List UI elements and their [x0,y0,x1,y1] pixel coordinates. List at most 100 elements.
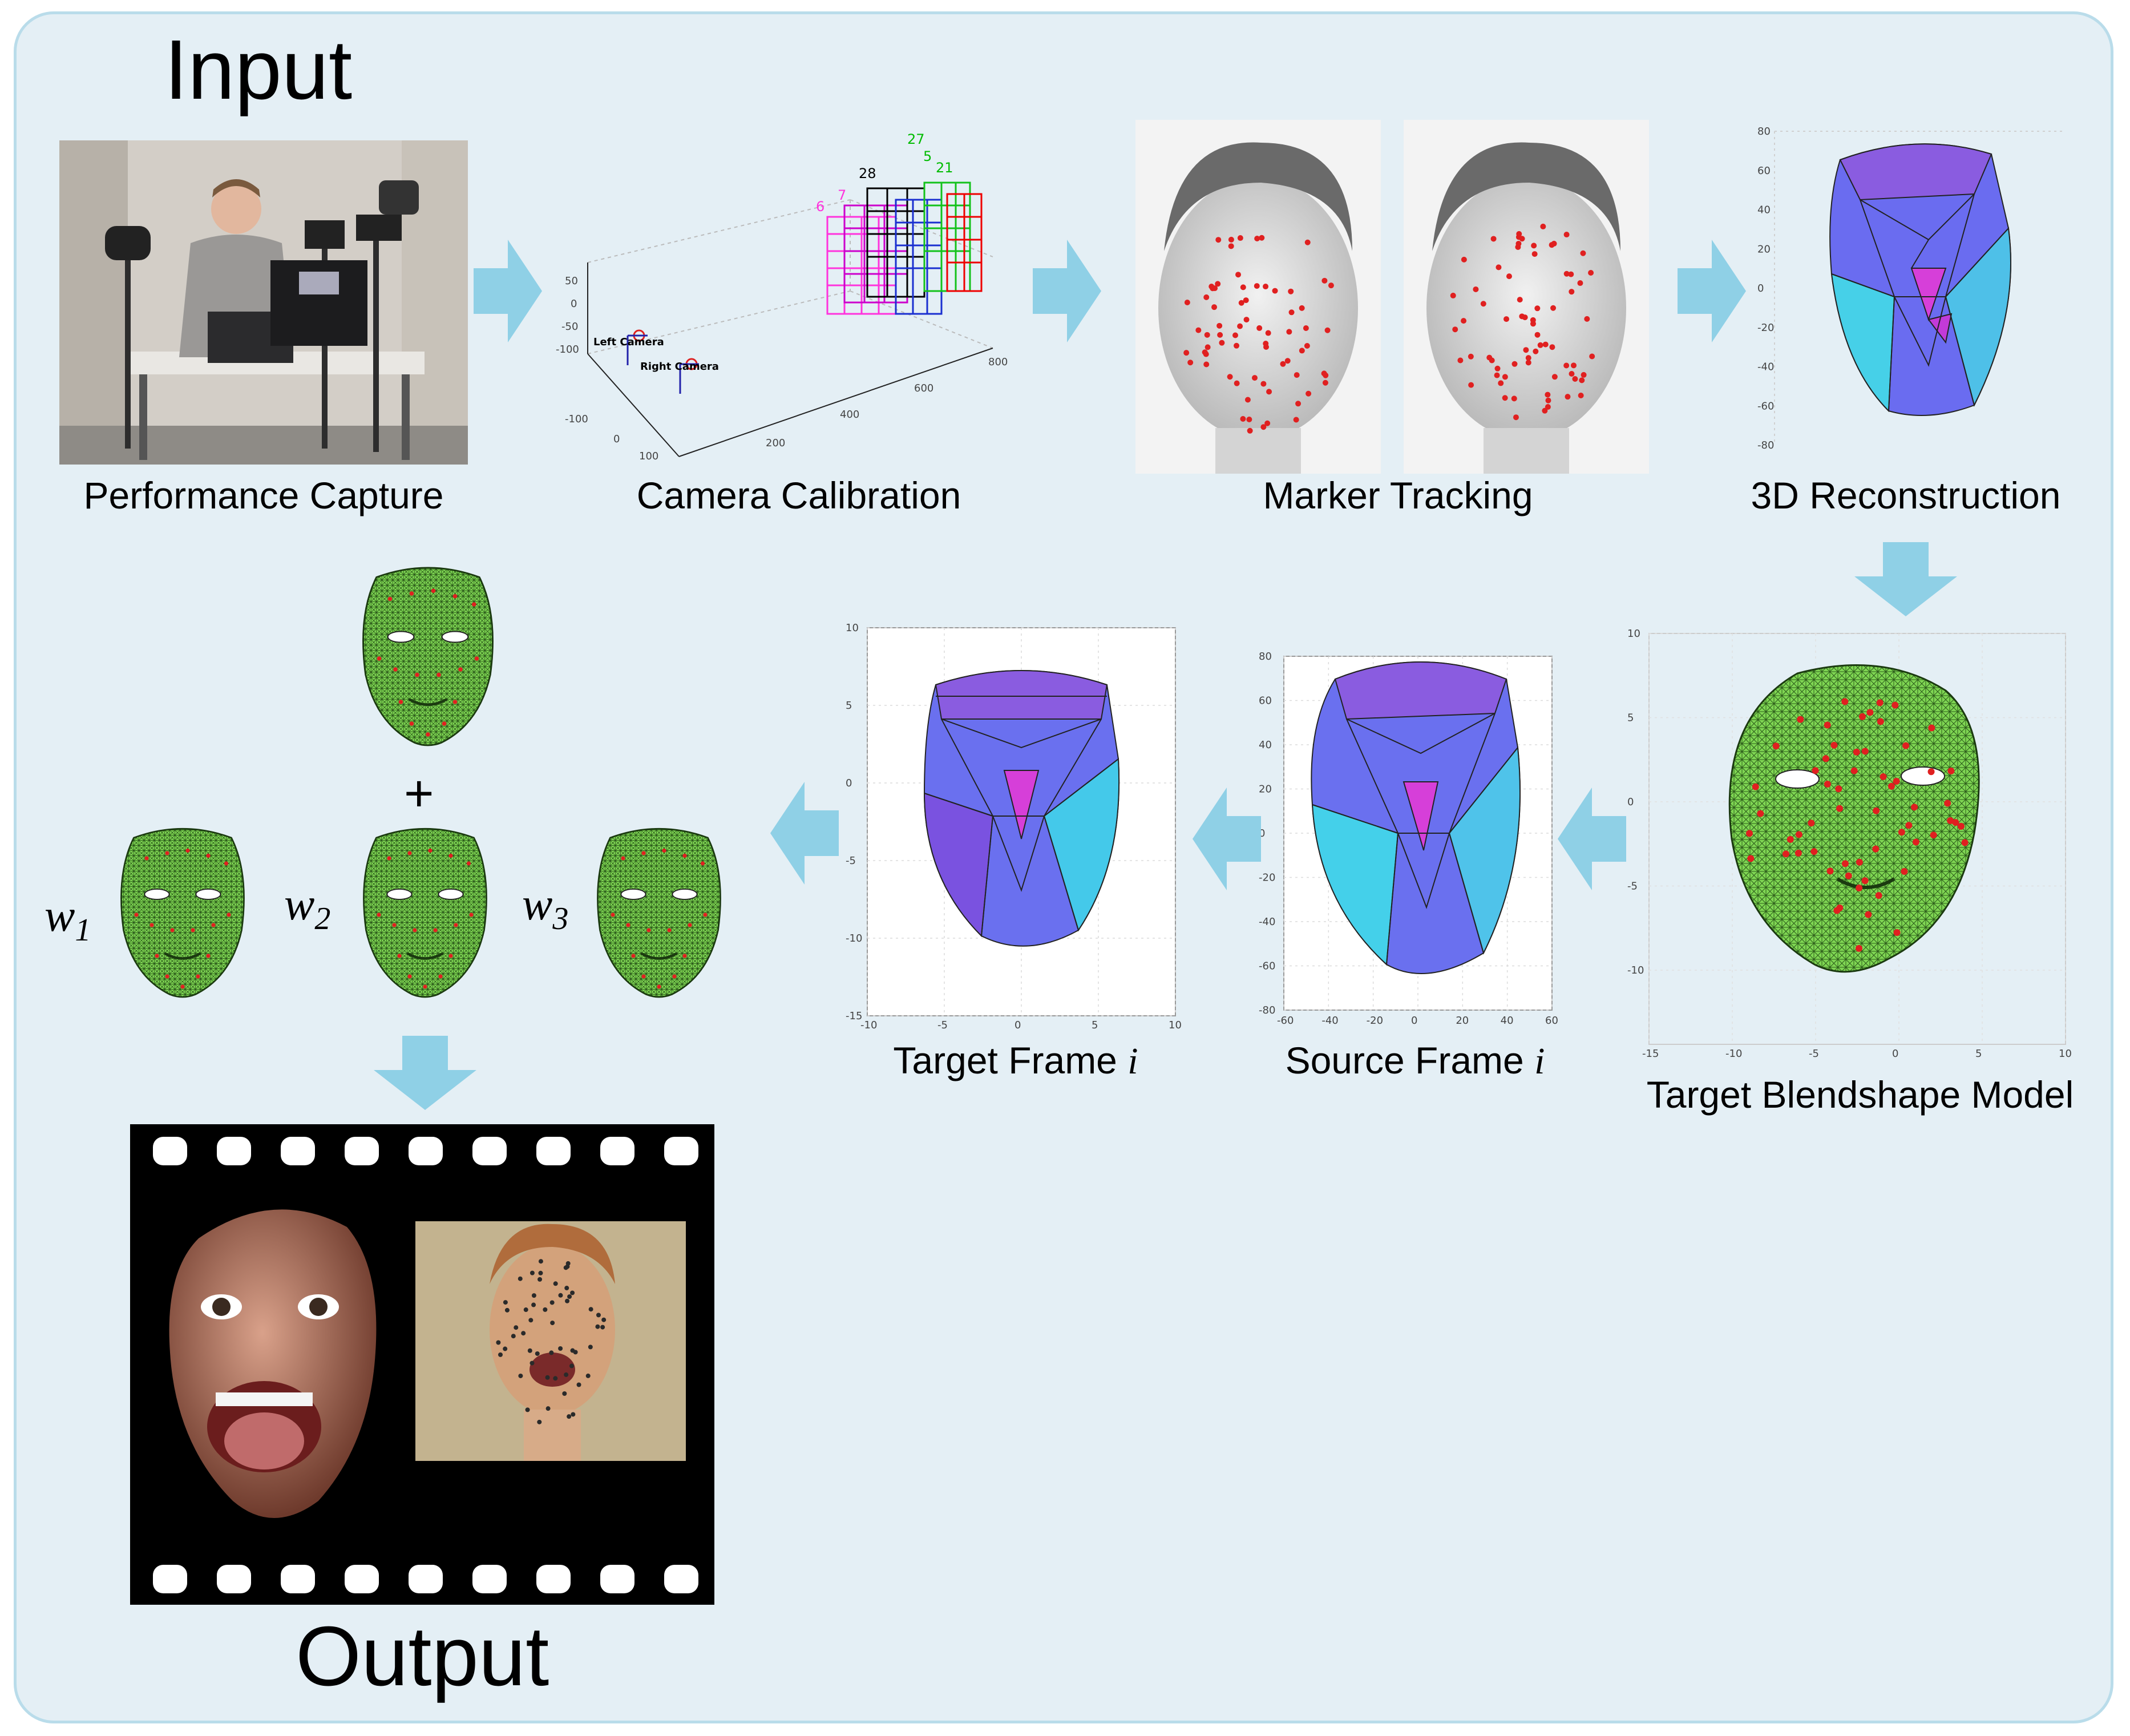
marker-dot [518,1276,523,1281]
marker-dot [1855,944,1862,952]
marker-dot [531,1302,536,1307]
marker-dot [1872,845,1880,853]
marker-dot [1861,748,1869,755]
calibration-plot: 50 0 -50 -100 800 600 400 200 -100 0 100… [548,126,1027,468]
y-tick-label: 10 [1627,628,1640,640]
arrow-down-2 [374,1036,476,1110]
x-tick: 600 [914,382,933,394]
marker-dot [1502,395,1508,401]
film-hole [409,1137,443,1165]
y-tick-label: -15 [846,1010,862,1022]
marker-dot [1876,699,1884,706]
marker-dot [1812,767,1819,774]
marker-dot [595,1324,600,1329]
marker-dot [1589,353,1595,360]
marker-dot [1256,325,1263,331]
marker-dot [525,1407,530,1412]
marker-dot [562,1391,567,1396]
marker-dot [565,1298,570,1303]
x-tick-label: -20 [1367,1015,1383,1027]
film-hole [281,1565,315,1593]
marker-dot [571,1412,576,1417]
x-tick-label: -5 [937,1019,948,1031]
marker-dot [537,1277,543,1282]
film-hole [281,1137,315,1165]
right-camera-marker [679,358,699,394]
marker-dot [1215,237,1222,243]
marker-dot [535,1351,540,1356]
arrow-right-2 [1033,240,1101,342]
y-tick-label: 10 [846,622,859,634]
film-hole [536,1137,571,1165]
target-frame-caption: Target Frame i [856,1039,1175,1083]
blendshape-face [1728,664,1980,973]
marker-dot [1324,327,1331,333]
marker-dot [1288,288,1294,294]
marker-dot [1263,341,1269,347]
y-tick-label: 80 [1259,651,1272,663]
marker-dot [549,1300,555,1305]
marker-dot [1452,326,1458,333]
marker-dot [1901,868,1908,875]
marker-dot [1525,355,1531,361]
marker-dot [558,1346,563,1351]
x-tick-label: 0 [1892,1048,1898,1060]
y-tick-label: -60 [1259,960,1275,972]
marker-dot [1515,244,1521,250]
blendshape-face-1 [121,829,244,997]
board-label: 5 [923,148,932,164]
film-hole [345,1565,379,1593]
x-tick-label: 5 [1975,1048,1982,1060]
marker-dot [1911,804,1918,811]
x-tick-label: -10 [860,1019,877,1031]
marker-dot [1238,300,1244,306]
y-tick-label: -10 [846,932,862,944]
arrow-left-2 [1193,788,1261,890]
marker-dot [563,1265,568,1270]
film-hole [409,1565,443,1593]
marker-dot [1531,243,1537,249]
weight-w3: w3 [522,879,569,936]
marker-dot [1747,855,1755,862]
marker-dot [1247,427,1253,434]
marker-dot [1525,360,1531,366]
marker-dot [1572,376,1578,382]
marker-dot [1280,361,1286,367]
marker-dot [1824,780,1831,788]
marker-dot [1928,724,1935,732]
marker-dot [521,1331,526,1336]
marker-dot [1905,822,1913,829]
rendered-avatar-face [169,1209,377,1518]
marker-dot [1880,773,1887,781]
y-tick-label: 20 [1757,243,1771,255]
x-tick-label: 60 [1545,1015,1558,1027]
marker-dot [1187,360,1194,366]
marker-dot [1534,332,1541,338]
marker-dot [1304,239,1311,245]
marker-dot [1502,374,1508,380]
marker-dot [1550,305,1557,311]
source-video-frame [415,1221,686,1461]
marker-dot [1912,838,1919,846]
checkerboard-grids [826,181,983,315]
marker-dot [1797,716,1804,723]
marker-dot [1272,288,1278,294]
marker-dot [1228,243,1234,249]
marker-dot [1284,358,1291,364]
film-hole [345,1137,379,1165]
plus-sign: + [404,765,434,822]
input-heading: Input [164,23,353,117]
marker-dot [1263,284,1269,290]
marker-dot [1845,872,1852,879]
marker-dot [1824,721,1831,729]
board-label: 21 [936,160,953,176]
marker-dot [1468,382,1474,388]
y-tick-label: -80 [1757,439,1774,451]
marker-dot [1203,361,1210,368]
marker-dot [549,1350,554,1355]
marker-dot [1865,911,1872,918]
marker-dot [588,1345,593,1350]
marker-dot [567,1294,572,1299]
marker-dot [1569,289,1575,295]
